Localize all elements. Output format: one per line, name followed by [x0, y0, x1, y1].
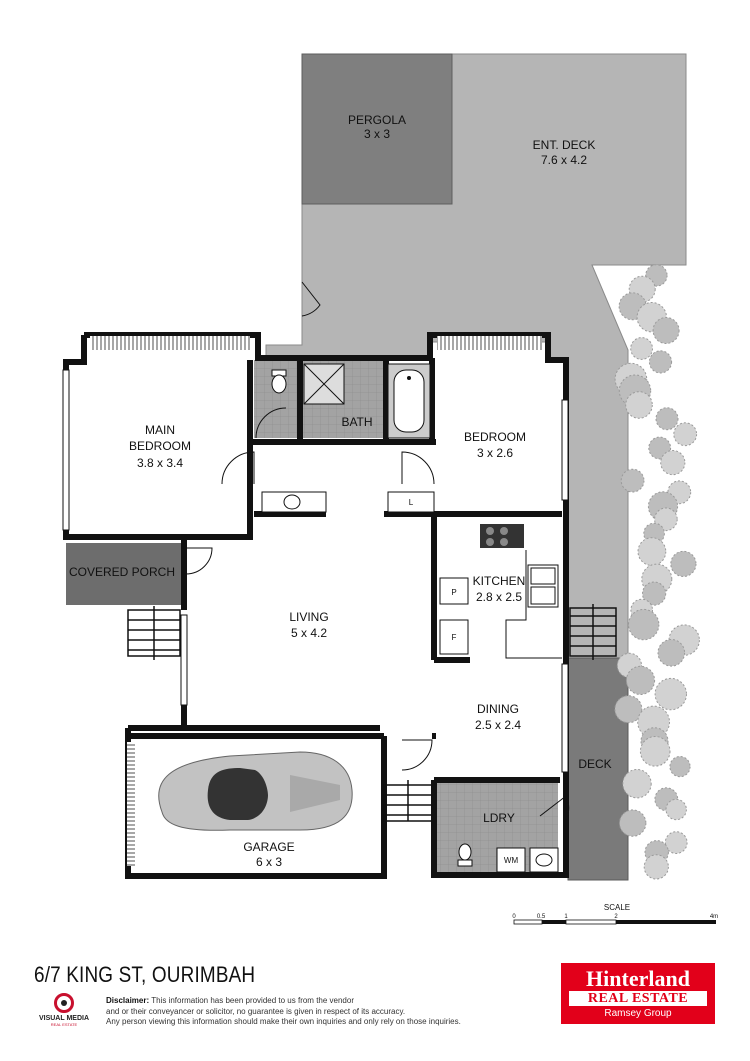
- ent-deck-label: ENT. DECK: [533, 138, 596, 152]
- pergola-label: PERGOLA: [348, 113, 406, 127]
- agency-logo: Hinterland REAL ESTATE Ramsey Group: [561, 963, 715, 1024]
- main-bedroom-label: MAIN: [145, 423, 175, 437]
- shrub: [648, 350, 673, 374]
- basin-icon: [261, 491, 327, 513]
- stairs-garage: [383, 780, 433, 822]
- bedroom-size: 3 x 2.6: [477, 446, 513, 460]
- scale-tick-2: 1: [564, 914, 568, 920]
- living-size: 5 x 4.2: [291, 626, 327, 640]
- stairs-porch: [127, 606, 181, 660]
- camera-aperture-icon: [54, 993, 74, 1013]
- shrub: [660, 450, 686, 476]
- bathtub-icon: [387, 363, 431, 439]
- bedroom-label: BEDROOM: [464, 430, 526, 444]
- dining-size: 2.5 x 2.4: [475, 718, 521, 732]
- scale-bar: SCALE 0 0.5 1 2 4m: [512, 903, 718, 925]
- shrub: [655, 407, 679, 431]
- garage-label: GARAGE: [243, 840, 294, 854]
- deck-area: [567, 657, 629, 881]
- shrub: [654, 507, 678, 532]
- shrub: [643, 854, 669, 880]
- laundry-toilet-icon: [457, 843, 473, 867]
- disclaimer-line-2: and or their conveyancer or solicitor, n…: [106, 1006, 406, 1016]
- shrub: [630, 337, 653, 360]
- shrub: [619, 809, 647, 837]
- shrub: [673, 422, 698, 447]
- shrub: [614, 695, 643, 724]
- disclaimer: Disclaimer: This information has been pr…: [106, 996, 526, 1028]
- pantry-cupboard: [439, 577, 469, 605]
- fridge-space: [439, 619, 469, 655]
- window-main-bedroom-west: [62, 369, 70, 531]
- shrub: [625, 391, 653, 419]
- main-bedroom-label-2: BEDROOM: [129, 439, 191, 453]
- window-bedroom-east: [561, 399, 569, 501]
- washing-machine-label: WM: [504, 856, 519, 865]
- window-main-bedroom-north: [90, 336, 250, 350]
- laundry-tub-icon: [529, 847, 559, 873]
- washing-machine: [496, 847, 526, 873]
- shrub: [664, 831, 688, 854]
- kitchen-label: KITCHEN: [473, 574, 526, 588]
- shrub: [654, 677, 687, 711]
- disclaimer-line-1: This information has been provided to us…: [151, 996, 354, 1005]
- scale-tick-3: 2: [614, 914, 618, 920]
- covered-porch-area: [66, 543, 184, 605]
- cooktop-icon: [480, 524, 524, 548]
- kitchen-sink-icon: [527, 564, 559, 608]
- doors: [185, 281, 570, 821]
- linen-cupboard: [387, 491, 435, 513]
- toilet-icon: [271, 369, 287, 394]
- scale-tick-1: 0.5: [537, 914, 546, 920]
- shrub: [639, 736, 671, 767]
- visual-media-sub: REAL ESTATE: [50, 1022, 78, 1027]
- stairs-deck: [569, 604, 617, 660]
- garden-shrubs: [614, 264, 700, 880]
- shrub: [665, 798, 687, 821]
- window-bedroom-north: [437, 336, 542, 350]
- agency-type: REAL ESTATE: [569, 991, 707, 1006]
- shrub: [620, 468, 645, 493]
- pergola-size: 3 x 3: [364, 127, 390, 141]
- car-icon: [158, 751, 353, 831]
- covered-porch-label: COVERED PORCH: [69, 565, 175, 579]
- scale-title: SCALE: [604, 903, 630, 912]
- disclaimer-label: Disclaimer:: [106, 996, 150, 1005]
- main-bedroom-size: 3.8 x 3.4: [137, 456, 183, 470]
- scale-tick-4: 4m: [710, 914, 718, 920]
- garage-size: 6 x 3: [256, 855, 282, 869]
- laundry-label: LDRY: [483, 811, 515, 825]
- shrub: [628, 608, 660, 641]
- dining-label: DINING: [477, 702, 519, 716]
- shrub: [625, 665, 656, 696]
- pergola-area: [301, 53, 453, 205]
- agency-name: Hinterland: [586, 966, 690, 991]
- visual-media-name: VISUAL MEDIA: [38, 1015, 90, 1022]
- linen-label: L: [409, 498, 414, 507]
- bath-label: BATH: [341, 415, 372, 429]
- living-label: LIVING: [289, 610, 328, 624]
- disclaimer-line-3: Any person viewing this information shou…: [106, 1017, 461, 1026]
- shrub: [657, 639, 686, 667]
- window-dining-east: [561, 663, 569, 773]
- pantry-label: P: [451, 588, 456, 597]
- shrub: [669, 756, 691, 778]
- kitchen-size: 2.8 x 2.5: [476, 590, 522, 604]
- fridge-label: F: [452, 633, 457, 642]
- deck-label: DECK: [578, 757, 611, 771]
- window-living-west: [180, 614, 188, 706]
- window-garage-west: [127, 742, 135, 866]
- ent-deck-size: 7.6 x 4.2: [541, 153, 587, 167]
- shrub: [637, 537, 667, 566]
- visual-media-logo: VISUAL MEDIA REAL ESTATE: [30, 993, 98, 1029]
- shrub: [622, 769, 652, 799]
- shrub: [642, 581, 667, 606]
- shrub: [652, 317, 680, 344]
- shower-icon: [303, 363, 345, 405]
- agency-group: Ramsey Group: [604, 1008, 672, 1019]
- shrub: [670, 550, 697, 578]
- property-address: 6/7 KING ST, OURIMBAH: [34, 962, 256, 987]
- scale-tick-0: 0: [512, 914, 516, 920]
